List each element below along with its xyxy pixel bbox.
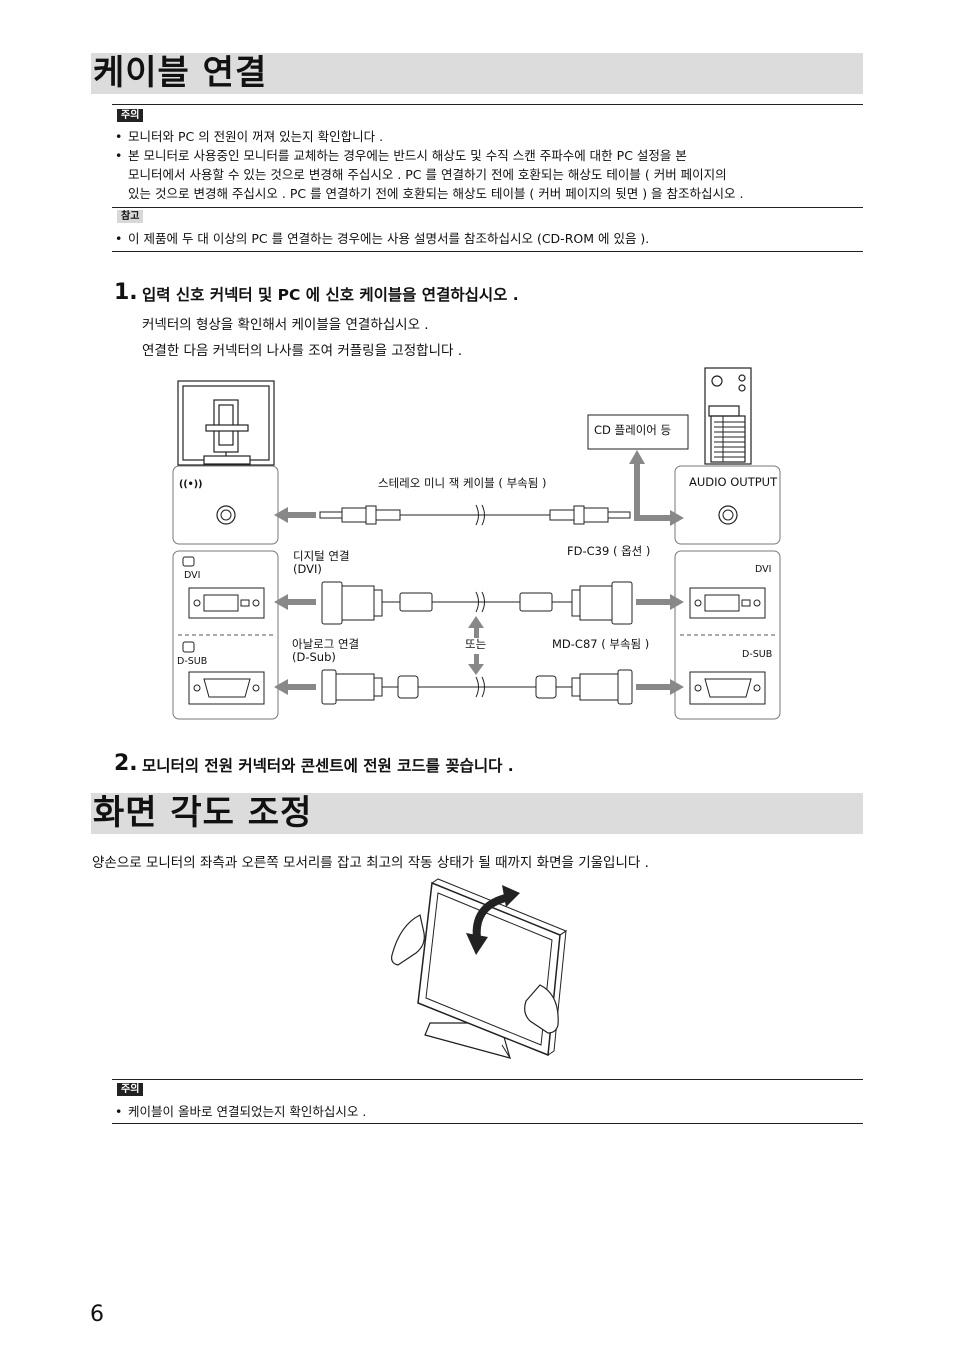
- step-description: 커넥터의 형상을 확인해서 케이블을 연결하십시오 .: [142, 317, 429, 333]
- audio-symbol-icon: ((•)): [179, 479, 203, 490]
- caution-item: • 케이블이 올바로 연결되었는지 확인하십시오 .: [115, 1104, 367, 1119]
- monitor-icon: [177, 380, 275, 466]
- dvi-cable: [321, 581, 633, 625]
- pc-tower-icon: [704, 367, 752, 465]
- bullet-dot: •: [115, 148, 123, 163]
- divider: [112, 1123, 863, 1124]
- dvi-port-label: DVI: [184, 570, 201, 581]
- caution-tag: 주의: [117, 1083, 144, 1096]
- dvi-port-icon: [689, 587, 766, 619]
- step-heading: 입력 신호 커넥터 및 PC 에 신호 케이블을 연결하십시오 .: [142, 286, 519, 304]
- caution-item: • 모니터와 PC 의 전원이 꺼져 있는지 확인합니다 .: [115, 129, 384, 144]
- step-description: 연결한 다음 커넥터의 나사를 조여 커플링을 고정합니다 .: [142, 343, 462, 359]
- dvi-port-label: DVI: [755, 564, 772, 575]
- divider: [112, 207, 863, 208]
- cd-player-box: [587, 414, 689, 450]
- divider: [112, 104, 863, 105]
- bullet-dot: •: [115, 1104, 123, 1119]
- dsub-port-label: D-SUB: [742, 649, 773, 660]
- dsub-port-icon: [689, 671, 766, 705]
- dvi-port-icon: [188, 587, 265, 619]
- caution-item: • 본 모니터로 사용중인 모니터를 교체하는 경우에는 반드시 해상도 및 수…: [115, 148, 744, 201]
- connection-diagram: [172, 367, 781, 720]
- analog-connection-label: 아날로그 연결 (D-Sub): [292, 637, 360, 664]
- dvi-symbol-icon: [182, 556, 195, 567]
- dsub-port-icon: [188, 671, 265, 705]
- cd-player-label: CD 플레이어 등: [594, 423, 672, 437]
- divider: [112, 251, 863, 252]
- pc-audio-panel: [674, 465, 781, 545]
- md-c87-label: MD-C87 ( 부속됨 ): [552, 637, 650, 651]
- dsub-port-label: D-SUB: [177, 656, 208, 667]
- stereo-cable-label: 스테레오 미니 잭 케이블 ( 부속됨 ): [378, 476, 547, 490]
- audio-jack-icon: [216, 505, 236, 525]
- dsub-cable: [321, 669, 633, 705]
- or-label: 또는: [465, 637, 487, 651]
- page-number: 6: [90, 1302, 104, 1327]
- bullet-dot: •: [115, 129, 123, 144]
- section-title-cable-connection: 케이블 연결: [91, 53, 863, 94]
- step-number: 1.: [114, 280, 138, 305]
- step-heading: 모니터의 전원 커넥터와 콘센트에 전원 코드를 꽂습니다 .: [142, 757, 514, 775]
- note-item: • 이 제품에 두 대 이상의 PC 를 연결하는 경우에는 사용 설명서를 참…: [115, 231, 650, 246]
- step-number: 2.: [114, 751, 138, 776]
- bullet-dot: •: [115, 231, 123, 246]
- note-tag: 참고: [117, 210, 144, 223]
- digital-connection-label: 디지털 연결 (DVI): [293, 549, 350, 576]
- arrow-icon: [274, 450, 684, 695]
- stereo-cable: [319, 504, 631, 526]
- audio-jack-icon: [718, 505, 738, 525]
- dsub-symbol-icon: [182, 641, 195, 653]
- monitor-audio-panel: [172, 465, 279, 545]
- monitor-tilt-illustration: [391, 878, 568, 1059]
- fd-c39-label: FD-C39 ( 옵션 ): [567, 544, 651, 558]
- section-title-angle-adjust: 화면 각도 조정: [91, 793, 863, 834]
- section-description: 양손으로 모니터의 좌측과 오른쪽 모서리를 잡고 최고의 작동 상태가 될 때…: [92, 855, 649, 871]
- divider: [112, 1079, 863, 1080]
- audio-output-label: AUDIO OUTPUT: [689, 475, 778, 489]
- caution-tag: 주의: [117, 109, 144, 122]
